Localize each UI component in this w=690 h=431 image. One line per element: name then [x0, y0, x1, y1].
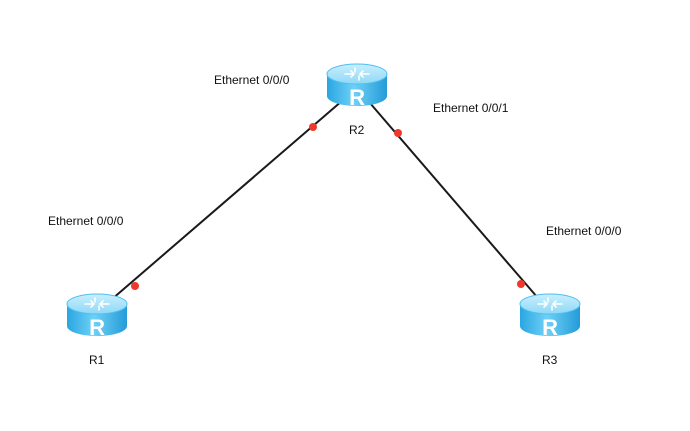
interface-label-r2-eth001: Ethernet 0/0/1: [433, 101, 509, 115]
interface-label-r3-eth000: Ethernet 0/0/0: [546, 224, 622, 238]
link-r1-r2[interactable]: [96, 87, 358, 313]
port-dot-r1-eth000[interactable]: [131, 282, 139, 290]
router-r2[interactable]: R: [326, 63, 388, 110]
router-r3[interactable]: R: [519, 293, 581, 340]
link-r2-r3[interactable]: [356, 87, 551, 313]
router-glyph: R: [542, 315, 558, 340]
port-dot-r2-eth001[interactable]: [394, 129, 402, 137]
router-glyph: R: [89, 315, 105, 340]
interface-label-r1-eth000: Ethernet 0/0/0: [48, 214, 124, 228]
router-label-r3: R3: [542, 353, 558, 367]
router-label-r2: R2: [349, 123, 365, 137]
port-dot-r3-eth000[interactable]: [517, 280, 525, 288]
router-r1[interactable]: R: [66, 293, 128, 340]
router-label-r1: R1: [89, 353, 105, 367]
port-dot-r2-eth000[interactable]: [309, 123, 317, 131]
router-glyph: R: [349, 85, 365, 110]
interface-label-r2-eth000: Ethernet 0/0/0: [214, 73, 290, 87]
